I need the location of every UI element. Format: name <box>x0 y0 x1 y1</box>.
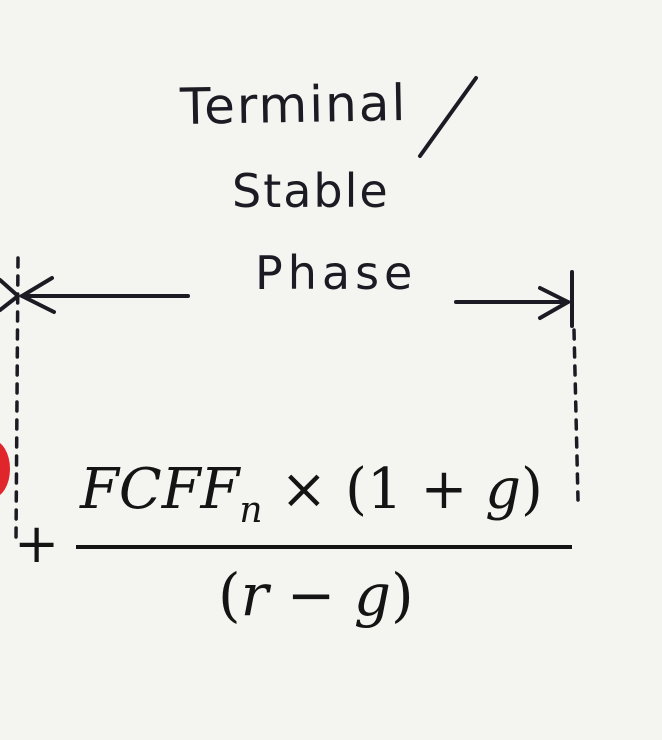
open-paren: ( <box>218 561 241 629</box>
minus-operator: − <box>268 561 354 629</box>
stable-label: Stable <box>232 164 390 218</box>
right-boundary-dashed <box>572 328 580 502</box>
fcff-variable: FCFF <box>80 457 240 522</box>
growth-variable: g <box>485 457 522 522</box>
red-marker-dot <box>0 440 10 498</box>
phase-label: Phase <box>255 246 418 300</box>
growth-variable: g <box>353 561 391 629</box>
slash-stroke <box>418 76 478 158</box>
rate-variable: r <box>240 561 269 629</box>
plus-sign: + <box>14 512 60 575</box>
subscript-n: n <box>239 490 263 531</box>
arrow-right-icon <box>454 270 574 328</box>
arrow-left-icon <box>0 276 190 314</box>
open-paren: ( <box>345 457 367 522</box>
plus-operator: + <box>402 457 486 522</box>
close-paren: ) <box>521 457 543 522</box>
fraction-denominator: (r − g) <box>218 566 414 624</box>
left-boundary-dashed <box>14 256 20 542</box>
one-literal: 1 <box>367 457 403 522</box>
close-paren: ) <box>391 561 414 629</box>
times-sign: × <box>262 457 346 522</box>
fraction-numerator: FCFFn × (1 + g) <box>80 462 543 529</box>
